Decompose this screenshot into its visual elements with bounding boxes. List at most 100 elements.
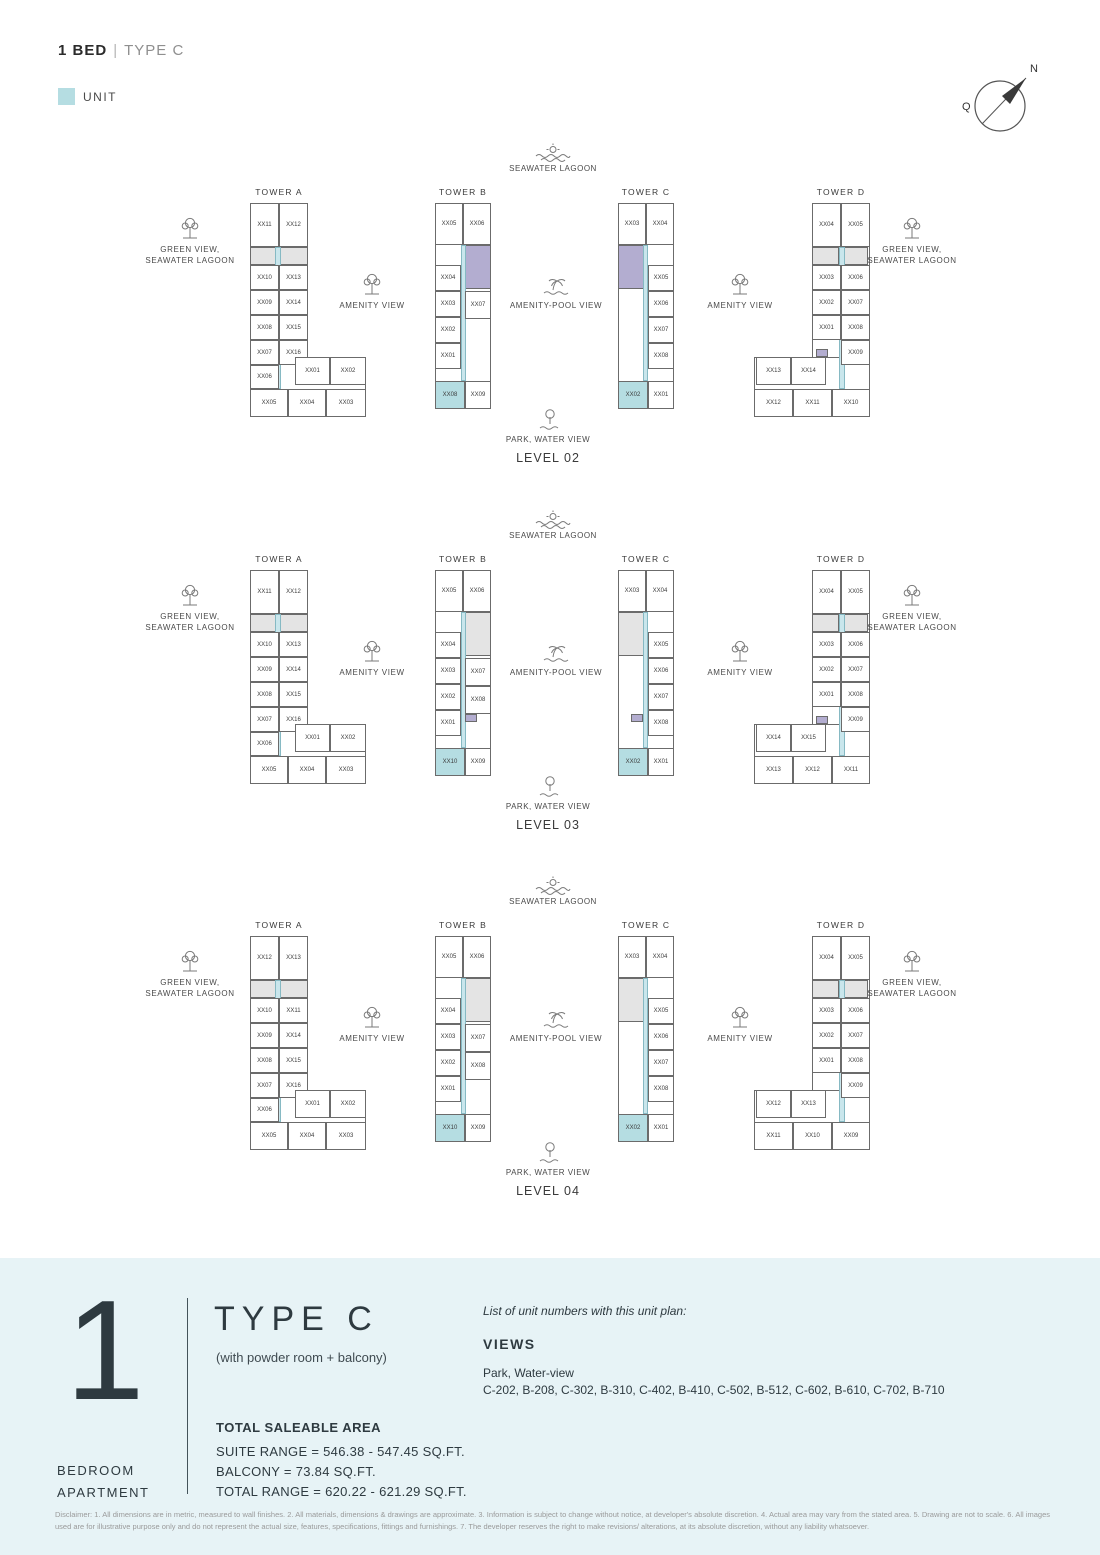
green-view-label-left: GREEN VIEW, SEAWATER LAGOON — [145, 978, 235, 998]
unit-cell: XX09 — [841, 707, 870, 732]
unit-cell: XX15 — [279, 682, 308, 707]
unit-cell: XX02 — [330, 724, 366, 752]
unit-cell: XX02 — [330, 357, 366, 385]
unit-cell: XX05 — [841, 570, 870, 614]
unit-cell-highlighted: XX02 — [618, 1114, 648, 1142]
svg-text:Q: Q — [962, 101, 971, 113]
disclaimer-text: Disclaimer: 1. All dimensions are in met… — [55, 1510, 1050, 1531]
park-water-view-label: PARK, WATER VIEW — [505, 802, 591, 811]
unit-cell: XX14 — [279, 290, 308, 315]
unit-cell: XX06 — [250, 732, 279, 756]
unit-cell: XX07 — [250, 340, 279, 365]
unit-cell: XX07 — [841, 1023, 870, 1048]
green-view-label-right: GREEN VIEW, SEAWATER LAGOON — [867, 612, 957, 632]
tower-core — [618, 978, 644, 1022]
unit-cell: XX13 — [756, 357, 791, 385]
green-view-label-left: GREEN VIEW, SEAWATER LAGOON — [145, 612, 235, 632]
unit-cell: XX05 — [841, 936, 870, 980]
unit-cell: XX09 — [465, 1114, 491, 1142]
unit-number-list: C-202, B-208, C-302, B-310, C-402, B-410… — [483, 1383, 945, 1397]
unit-cell: XX12 — [279, 570, 308, 614]
unit-cell: XX14 — [279, 1023, 308, 1048]
unit-cell: XX09 — [465, 381, 491, 409]
views-subtitle: Park, Water-view — [483, 1366, 574, 1380]
unit-cell: XX11 — [250, 203, 279, 247]
unit-cell: XX02 — [812, 1023, 841, 1048]
amenity-view-label-left: AMENITY VIEW — [339, 668, 405, 677]
stair-core — [816, 349, 828, 357]
tower-core — [812, 614, 839, 632]
unit-cell: XX05 — [435, 203, 463, 245]
unit-cell: XX11 — [793, 389, 832, 417]
green-view-label-right: GREEN VIEW, SEAWATER LAGOON — [867, 245, 957, 265]
unit-cell: XX05 — [648, 998, 674, 1024]
unit-cell: XX11 — [754, 1122, 793, 1150]
tower-label: TOWER D — [816, 920, 866, 930]
unit-cell: XX04 — [288, 756, 326, 784]
unit-cell: XX12 — [754, 389, 793, 417]
unit-cell: XX08 — [648, 343, 674, 369]
unit-cell: XX04 — [435, 265, 461, 291]
unit-cell: XX15 — [279, 1048, 308, 1073]
green-view-label-right: GREEN VIEW, SEAWATER LAGOON — [867, 978, 957, 998]
unit-cell: XX07 — [250, 1073, 279, 1098]
unit-cell: XX16 — [279, 1073, 308, 1098]
unit-cell: XX05 — [648, 632, 674, 658]
unit-cell: XX01 — [295, 724, 330, 752]
unit-cell: XX12 — [756, 1090, 791, 1118]
unit-cell: XX04 — [288, 1122, 326, 1150]
unit-cell: XX06 — [841, 998, 870, 1023]
tower-core — [279, 247, 308, 265]
unit-cell: XX12 — [279, 203, 308, 247]
level-name: LEVEL 03 — [516, 818, 580, 832]
unit-cell: XX02 — [435, 317, 461, 343]
corridor — [643, 978, 648, 1114]
unit-cell: XX05 — [250, 389, 288, 417]
level-name: LEVEL 04 — [516, 1184, 580, 1198]
tower-core — [812, 980, 839, 998]
unit-cell: XX06 — [250, 365, 279, 389]
unit-cell: XX09 — [841, 340, 870, 365]
park-water-view-label: PARK, WATER VIEW — [505, 435, 591, 444]
unit-cell: XX02 — [812, 290, 841, 315]
unit-list-intro: List of unit numbers with this unit plan… — [483, 1304, 687, 1318]
tower-core — [463, 978, 491, 1022]
unit-cell: XX03 — [435, 291, 461, 317]
unit-cell: XX02 — [435, 684, 461, 710]
pool-icon — [538, 642, 578, 669]
unit-cell: XX08 — [465, 1052, 491, 1080]
tower-core — [618, 612, 644, 656]
seawater-lagoon-label: SEAWATER LAGOON — [509, 531, 597, 540]
balcony-area: BALCONY = 73.84 SQ.FT. — [216, 1464, 376, 1479]
unit-cell: XX13 — [279, 936, 308, 980]
unit-cell-highlighted: XX02 — [618, 748, 648, 776]
unit-cell: XX12 — [793, 756, 832, 784]
unit-cell: XX04 — [812, 936, 841, 980]
unit-cell: XX16 — [279, 707, 308, 732]
unit-cell: XX06 — [463, 570, 491, 612]
unit-cell: XX05 — [841, 203, 870, 247]
unit-cell: XX10 — [250, 265, 279, 290]
unit-cell: XX04 — [435, 632, 461, 658]
amenity-view-label-right: AMENITY VIEW — [707, 1034, 773, 1043]
unit-cell: XX03 — [435, 658, 461, 684]
unit-cell: XX04 — [646, 570, 674, 612]
unit-cell: XX04 — [646, 936, 674, 978]
unit-cell: XX07 — [465, 291, 491, 319]
unit-cell: XX10 — [832, 389, 870, 417]
unit-cell: XX06 — [250, 1098, 279, 1122]
big-number: 1 — [65, 1271, 145, 1430]
unit-cell: XX07 — [648, 684, 674, 710]
tree-icon — [901, 215, 923, 246]
unit-cell: XX07 — [841, 657, 870, 682]
amenity-pool-view-label: AMENITY-POOL VIEW — [509, 1034, 603, 1043]
